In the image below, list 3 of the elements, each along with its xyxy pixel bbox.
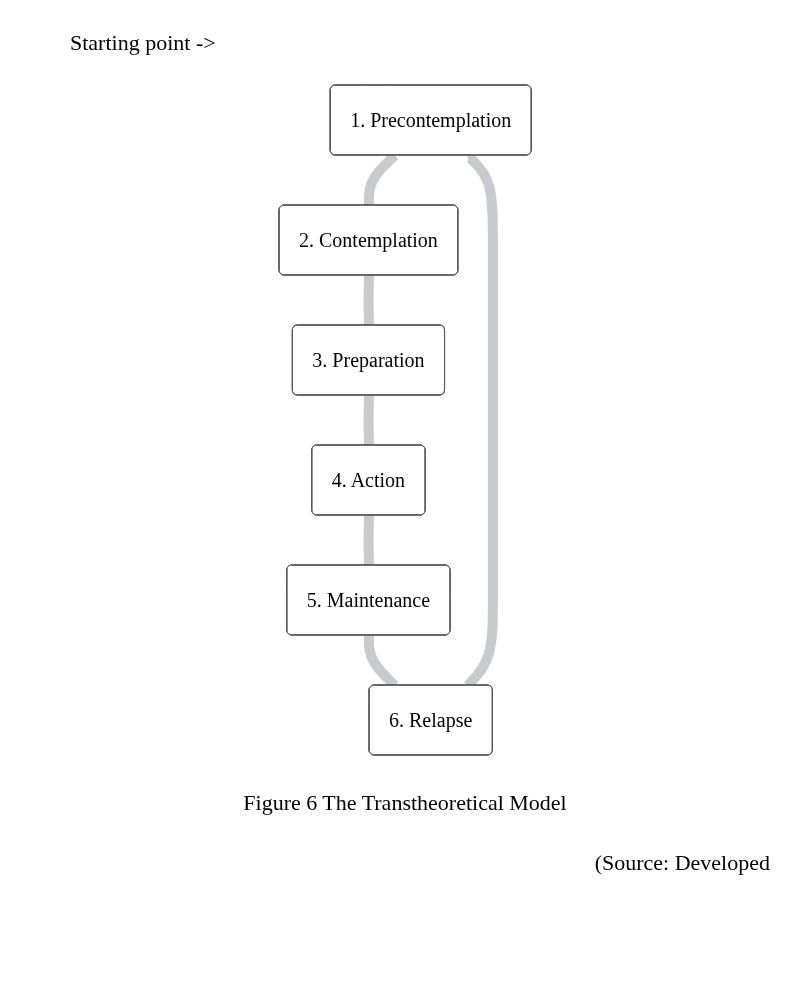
figure-caption: Figure 6 The Transtheoretical Model [242, 790, 568, 816]
note-text: Starting point -> [70, 30, 216, 56]
source-note: (Source: Developed [594, 850, 770, 876]
